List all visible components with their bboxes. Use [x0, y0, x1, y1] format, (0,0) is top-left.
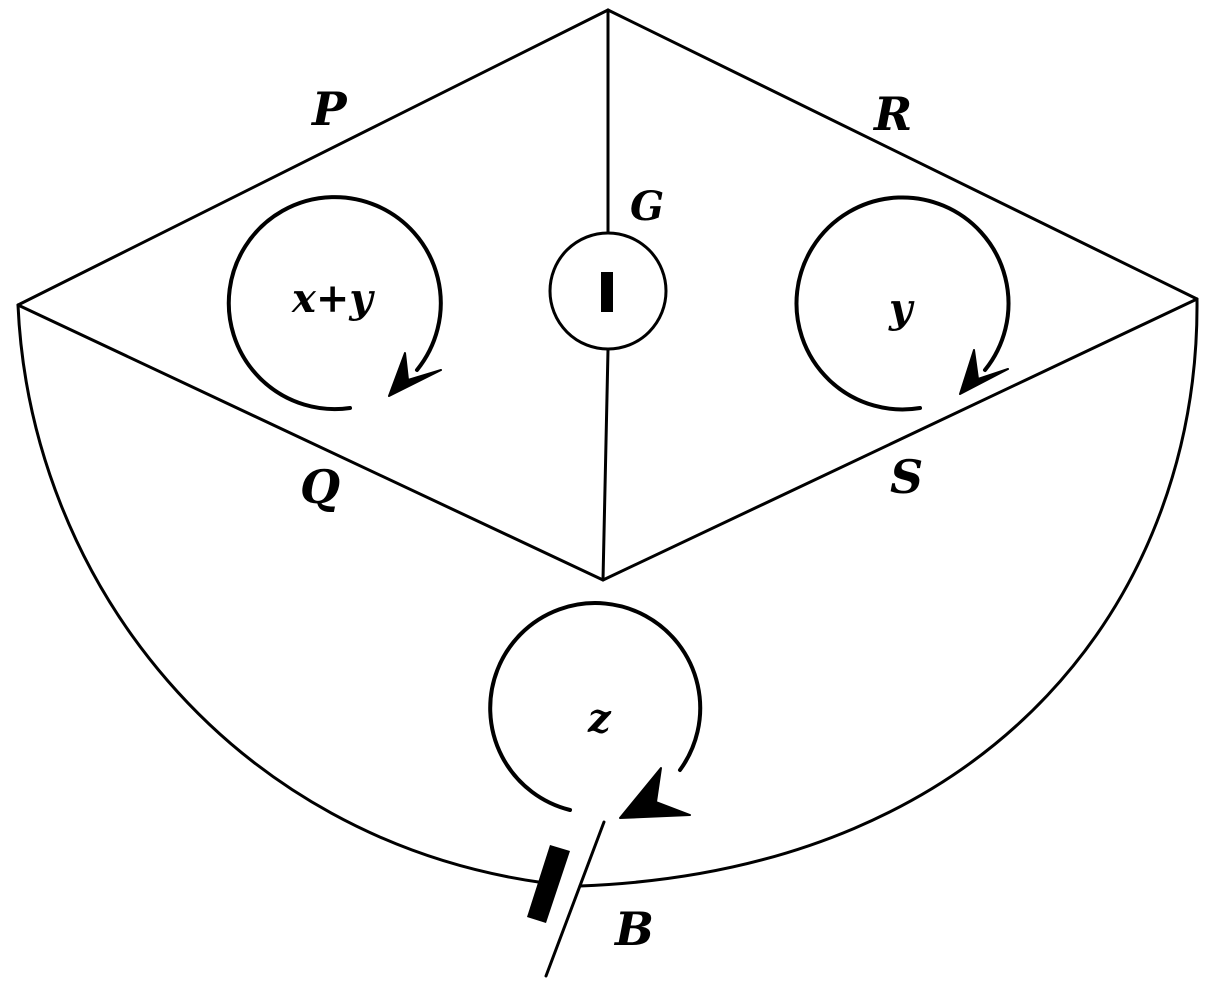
label-G: G — [630, 183, 664, 230]
loop-label-right: y — [888, 285, 915, 332]
loop-bottom-arc — [488, 601, 703, 812]
battery-long-plate — [544, 820, 606, 978]
label-S: S — [890, 450, 923, 504]
loop-label-left: x+y — [291, 275, 375, 322]
arm-Q — [16, 303, 605, 582]
loop-right-arrowhead — [959, 349, 1009, 395]
label-P: P — [310, 82, 348, 136]
loop-left-arc — [226, 195, 443, 412]
label-B: B — [613, 902, 654, 956]
battery-circuit-right — [578, 297, 1199, 888]
label-R: R — [872, 87, 912, 141]
loop-bottom-arrowhead — [619, 767, 691, 819]
label-Q: Q — [300, 460, 340, 514]
loop-label-bottom: z — [587, 695, 612, 742]
arm-S — [601, 297, 1199, 582]
loop-right-arc — [794, 195, 1011, 412]
galvanometer-wire-bottom — [601, 348, 610, 582]
arm-P — [16, 8, 610, 307]
arm-R — [606, 8, 1199, 301]
galvanometer-needle — [601, 272, 613, 312]
battery-short-plate — [527, 845, 570, 923]
battery-circuit-left — [16, 303, 547, 885]
loop-left-arrowhead — [388, 352, 442, 397]
